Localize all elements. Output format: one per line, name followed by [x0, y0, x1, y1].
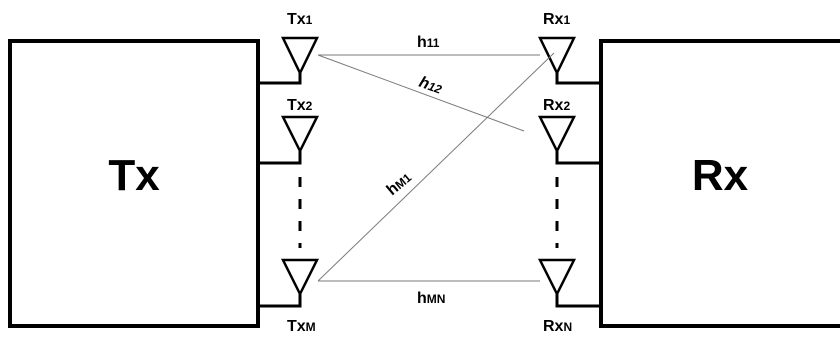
- transmitter-label: Tx: [108, 151, 160, 200]
- rxn-feed: [555, 294, 601, 308]
- tx1-feed: [258, 73, 302, 85]
- channel-label-h12: h12: [417, 74, 445, 98]
- tx2-label: Tx2: [287, 97, 313, 114]
- rx2-feed: [555, 151, 601, 165]
- channel-line-hm1: [317, 52, 555, 282]
- channel-label-h11: h11: [417, 34, 440, 51]
- rxn-label: RxN: [543, 318, 572, 335]
- txm-feed: [258, 294, 302, 308]
- receiver-box: [599, 39, 840, 328]
- channel-line-h12: [317, 54, 525, 132]
- channel-label-hm1: hM1: [384, 169, 415, 199]
- rxn-antenna-icon: [537, 258, 577, 297]
- txm-label: TxM: [287, 318, 316, 335]
- tx1-antenna-icon: [281, 36, 319, 76]
- transmitter-box: [8, 39, 260, 328]
- rx2-antenna-icon: [537, 115, 577, 154]
- tx2-antenna-icon: [280, 115, 320, 154]
- rx1-label: Rx1: [543, 11, 570, 28]
- rx1-feed: [555, 73, 601, 85]
- rx2-label: Rx2: [543, 97, 570, 114]
- receiver-label: Rx: [692, 151, 749, 200]
- txm-antenna-icon: [280, 258, 320, 297]
- channel-label-hmn: hMN: [417, 290, 445, 307]
- tx1-label: Tx1: [287, 11, 313, 28]
- rx1-antenna-icon: [538, 36, 576, 76]
- tx2-feed: [258, 151, 302, 165]
